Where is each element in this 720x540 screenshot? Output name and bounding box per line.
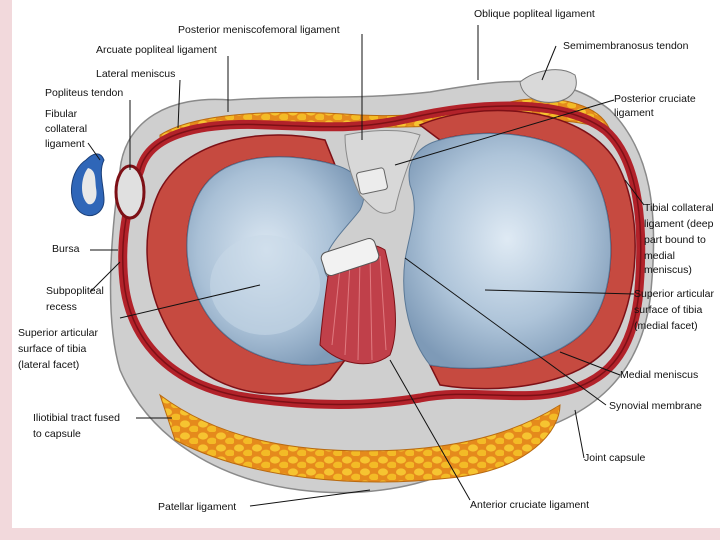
label-iliotibial-tract-line1: Iliotibial tract fused <box>33 412 120 425</box>
label-tibial-collateral-line2: ligament (deep <box>644 218 713 231</box>
label-fibular-collateral-line2: collateral <box>45 123 87 136</box>
label-medial-meniscus: Medial meniscus <box>620 369 698 382</box>
label-lateral-meniscus: Lateral meniscus <box>96 68 175 81</box>
label-synovial-membrane: Synovial membrane <box>609 400 702 413</box>
label-iliotibial-tract-line2: to capsule <box>33 428 81 441</box>
label-anterior-cruciate-ligament: Anterior cruciate ligament <box>470 499 589 512</box>
label-tibial-collateral-line4: medial <box>644 250 675 263</box>
label-superior-articular-lateral-line2: surface of tibia <box>18 343 86 356</box>
label-superior-articular-medial-line2: surface of tibia <box>634 304 702 317</box>
label-tibial-collateral-line1: Tibial collateral <box>644 202 714 215</box>
label-subpopliteal-recess-line2: recess <box>46 301 77 314</box>
label-joint-capsule: Joint capsule <box>584 452 645 465</box>
lateral-facet-highlight <box>210 235 320 335</box>
label-superior-articular-medial-line3: (medial facet) <box>634 320 698 333</box>
label-popliteus-tendon: Popliteus tendon <box>45 87 123 100</box>
label-semimembranosus-tendon: Semimembranosus tendon <box>563 40 688 53</box>
label-fibular-collateral-line1: Fibular <box>45 108 77 121</box>
label-posterior-meniscofemoral-ligament: Posterior meniscofemoral ligament <box>178 24 340 37</box>
label-fibular-collateral-line3: ligament <box>45 138 85 151</box>
label-superior-articular-lateral-line1: Superior articular <box>18 327 98 340</box>
popliteus-tendon <box>116 166 144 218</box>
label-posterior-cruciate-ligament-line2: ligament <box>614 107 654 120</box>
label-bursa: Bursa <box>52 243 79 256</box>
label-arcuate-popliteal-ligament: Arcuate popliteal ligament <box>96 44 217 57</box>
label-posterior-cruciate-ligament-line1: Posterior cruciate <box>614 93 696 106</box>
label-patellar-ligament: Patellar ligament <box>158 501 236 514</box>
label-oblique-popliteal-ligament: Oblique popliteal ligament <box>474 8 595 21</box>
label-superior-articular-medial-line1: Superior articular <box>634 288 714 301</box>
label-tibial-collateral-line5: meniscus) <box>644 264 692 277</box>
label-tibial-collateral-line3: part bound to <box>644 234 706 247</box>
label-subpopliteal-recess-line1: Subpopliteal <box>46 285 104 298</box>
label-superior-articular-lateral-line3: (lateral facet) <box>18 359 79 372</box>
